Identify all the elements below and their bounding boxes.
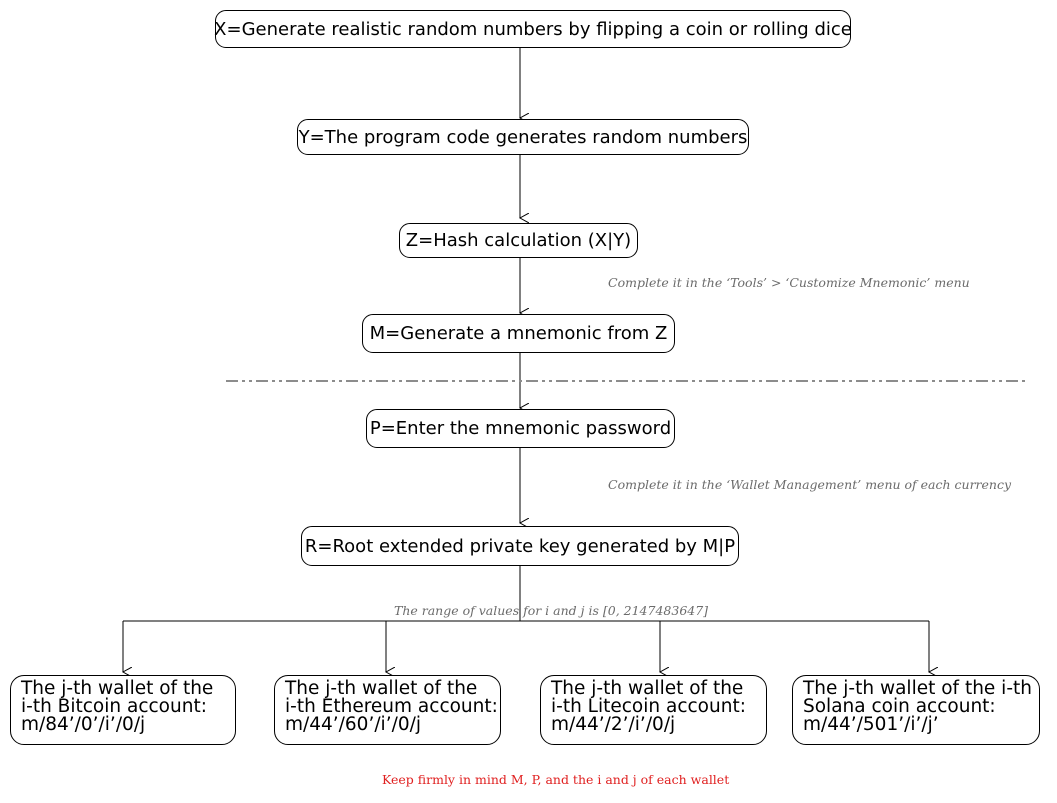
leaf-path: m/44’/60’/i’/0/j	[285, 714, 421, 735]
note-wallet-management: Complete it in the ‘Wallet Management’ m…	[608, 477, 1012, 492]
leaf-litecoin-wallet: The j-th wallet of the i-th Litecoin acc…	[540, 675, 767, 745]
leaf-line: The j-th wallet of the i-th	[803, 678, 1032, 699]
leaf-ethereum-wallet: The j-th wallet of the i-th Ethereum acc…	[274, 675, 501, 745]
leaf-line: Solana coin account:	[803, 696, 996, 717]
leaf-path: m/84’/0’/i’/0/j	[21, 714, 146, 735]
node-r-root-key: R=Root extended private key generated by…	[301, 526, 739, 566]
leaf-solana-wallet: The j-th wallet of the i-th Solana coin …	[792, 675, 1040, 745]
footer-reminder: Keep firmly in mind M, P, and the i and …	[382, 772, 730, 787]
leaf-line: The j-th wallet of the	[285, 678, 478, 699]
leaf-path: m/44’/2’/i’/0/j	[551, 714, 676, 735]
node-x-random-physical: X=Generate realistic random numbers by f…	[214, 10, 852, 48]
node-z-hash: Z=Hash calculation (X|Y)	[399, 223, 638, 258]
node-p-password: P=Enter the mnemonic password	[366, 409, 675, 448]
leaf-line: The j-th wallet of the	[551, 678, 744, 699]
note-range: The range of values for i and j is [0, 2…	[394, 603, 709, 618]
leaf-line: i-th Ethereum account:	[285, 696, 498, 717]
leaf-line: i-th Litecoin account:	[551, 696, 746, 717]
leaf-line: i-th Bitcoin account:	[21, 696, 207, 717]
leaf-path: m/44’/501’/i’/j’	[803, 714, 939, 735]
note-tools-menu: Complete it in the ‘Tools’ > ‘Customize …	[608, 275, 970, 290]
node-y-random-program: Y=The program code generates random numb…	[297, 119, 749, 155]
leaf-bitcoin-wallet: The j-th wallet of the i-th Bitcoin acco…	[10, 675, 236, 745]
node-m-mnemonic: M=Generate a mnemonic from Z	[362, 314, 675, 353]
leaf-line: The j-th wallet of the	[21, 678, 214, 699]
